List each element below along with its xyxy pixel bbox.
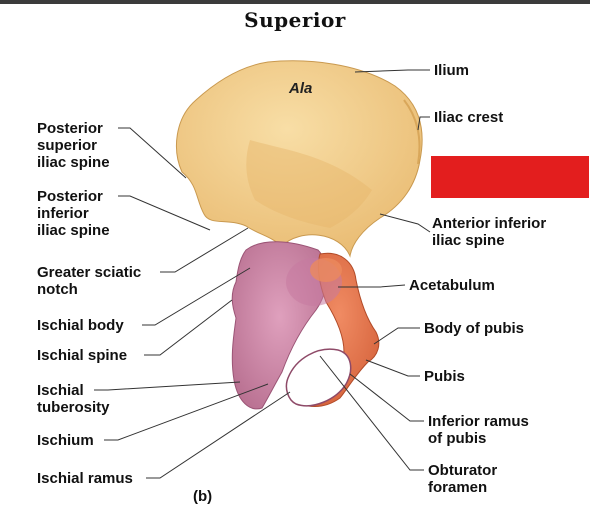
leader-inf-ramus	[349, 373, 424, 422]
label-body-of-pubis: Body of pubis	[424, 320, 524, 337]
label-ischial-spine: Ischial spine	[37, 347, 128, 364]
label-ischium: Ischium	[37, 432, 94, 449]
leader-pubis	[365, 359, 420, 377]
leader-ischial-tuberosity	[94, 381, 241, 391]
leader-post-inf-spine	[118, 195, 211, 231]
label-ischial-ramus: Ischial ramus	[37, 470, 133, 487]
figure-tag: (b)	[193, 488, 213, 505]
leader-ischial-ramus	[146, 391, 291, 479]
ilium-shape	[176, 60, 423, 258]
leader-ant-inf-spine	[379, 213, 431, 233]
label-posterior-inferior-iliac-spine: Posterior inferior iliac spine	[37, 188, 110, 239]
label-pubis: Pubis	[424, 368, 465, 385]
leader-body-of-pubis	[373, 327, 420, 345]
label-ilium: Ilium	[434, 62, 470, 79]
label-posterior-superior-iliac-spine: Posterior superior iliac spine	[37, 120, 110, 171]
leader-ischium	[104, 383, 269, 441]
obturator-foramen-hole	[285, 348, 352, 407]
leader-ischial-spine	[144, 299, 233, 356]
label-anterior-inferior-iliac-spine: Anterior inferior iliac spine	[432, 215, 547, 249]
ala-label: Ala	[289, 80, 313, 97]
leader-iliac-crest	[417, 116, 430, 131]
leader-ischial-body	[142, 267, 251, 326]
leader-greater-sciatic	[160, 227, 249, 273]
diagram-title: Superior	[244, 8, 346, 32]
iliac-fossa-shade	[246, 140, 372, 228]
label-ischial-tuberosity: Ischial tuberosity	[37, 382, 110, 416]
label-greater-sciatic-notch: Greater sciatic notch	[37, 264, 142, 298]
leader-ilium	[354, 69, 430, 73]
pubis-shape	[298, 252, 380, 407]
acetabulum-fossa	[310, 258, 342, 282]
label-obturator-foramen: Obturator foramen	[428, 462, 498, 496]
leader-obturator	[319, 355, 424, 471]
label-inferior-ramus-of-pubis: Inferior ramus of pubis	[428, 413, 529, 447]
label-acetabulum: Acetabulum	[409, 277, 495, 294]
label-ischial-body: Ischial body	[37, 317, 124, 334]
leader-post-sup-spine	[118, 127, 187, 179]
redaction-box	[431, 156, 589, 198]
label-iliac-crest: Iliac crest	[434, 109, 504, 126]
top-rule	[0, 0, 590, 4]
leader-acetabulum	[338, 284, 406, 288]
leader-lines	[94, 69, 431, 479]
